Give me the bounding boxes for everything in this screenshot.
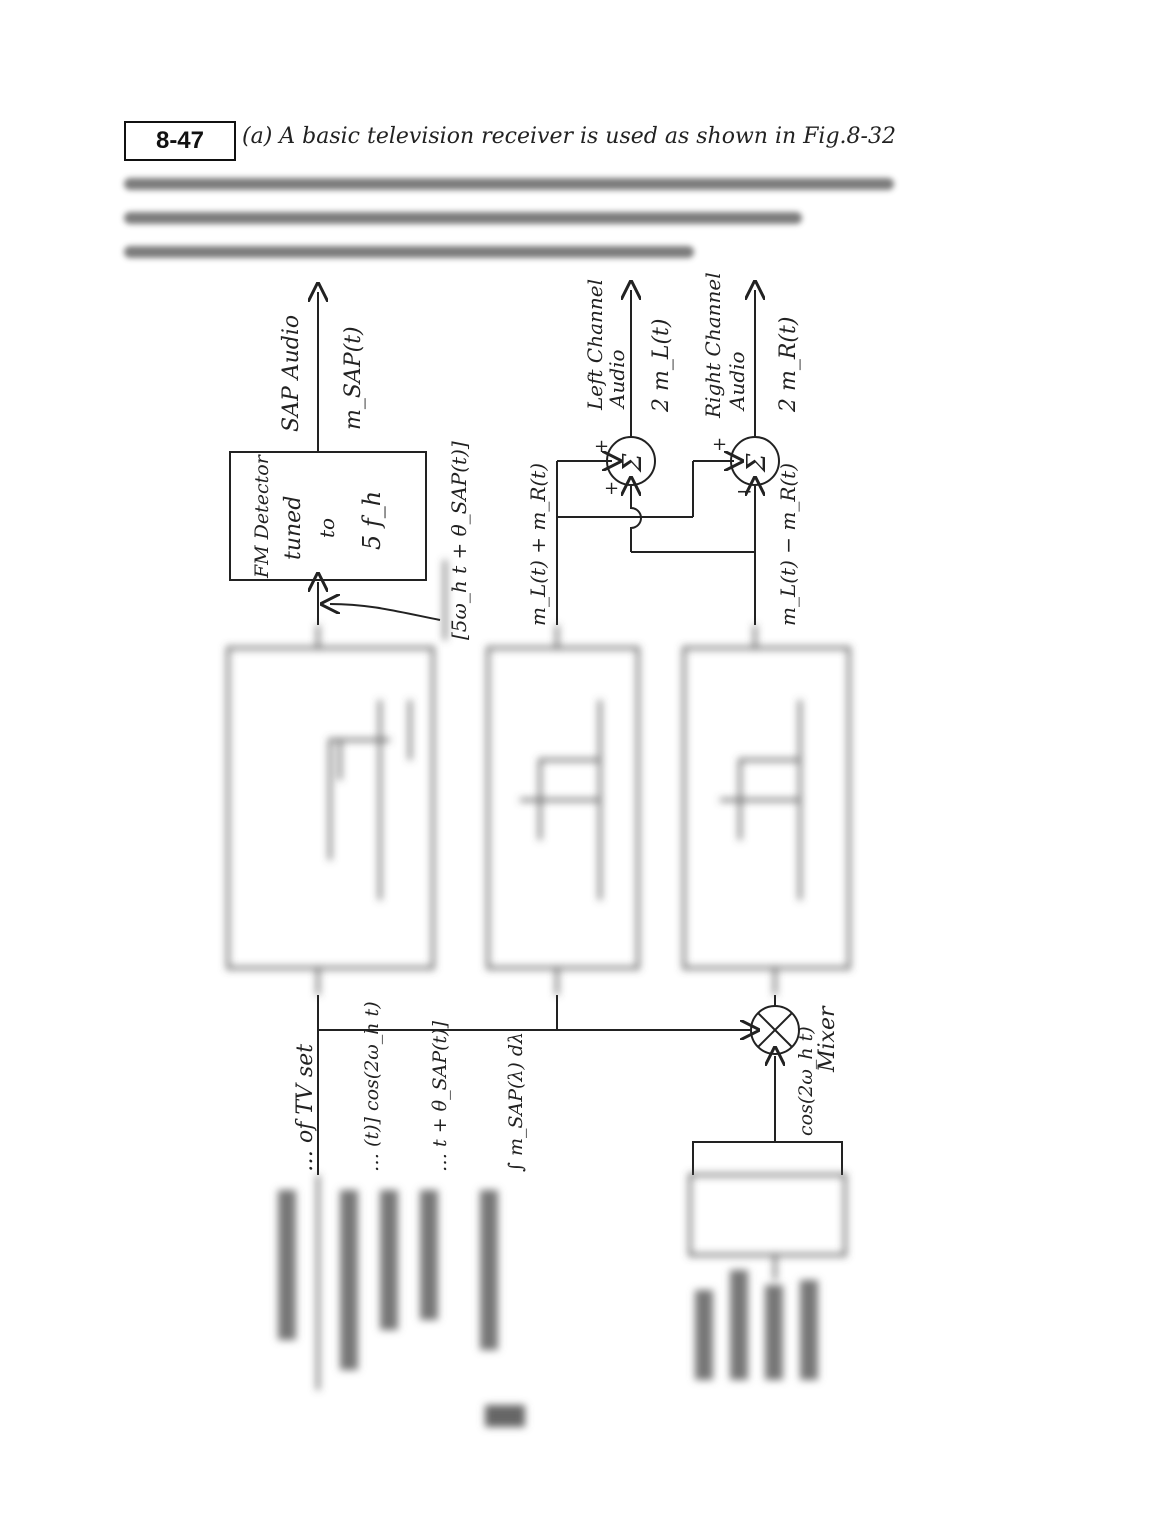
- input-expr-2: … t + θ_SAP(t)]: [429, 1020, 451, 1172]
- blurred-bottom-region: [278, 1173, 847, 1427]
- sap-input-pointer: [330, 604, 441, 621]
- fm-detector-box: [229, 451, 427, 581]
- right-summer-symbol: Σ: [742, 453, 772, 473]
- left-summer-plus-top: +: [594, 436, 609, 457]
- problem-number: 8-47: [124, 121, 236, 161]
- left-channel-label-2: Audio: [605, 349, 629, 410]
- mixer-label: Mixer: [815, 1005, 840, 1073]
- right-summer-plus: +: [712, 434, 727, 455]
- left-output-label: 2 m_L(t): [649, 319, 674, 413]
- mixer-input-label: cos(2ω_h t): [795, 1026, 817, 1136]
- input-expr-1: … (t)] cos(2ω_h t): [361, 1001, 383, 1172]
- input-expr-3: ∫ m_SAP(λ) dλ: [505, 1032, 527, 1172]
- problem-intro: (a) A basic television receiver is used …: [242, 124, 896, 149]
- diff-signal-label: m_L(t) − m_R(t): [776, 463, 800, 626]
- sum-signal-label: m_L(t) + m_R(t): [526, 463, 550, 626]
- multiplier-box-top: [692, 1141, 843, 1175]
- source-label: … of TV set: [293, 1044, 318, 1172]
- sap-output-label: m_SAP(t): [341, 326, 366, 430]
- blurred-text-line: [124, 240, 894, 264]
- mixer-x2: [757, 1012, 793, 1048]
- right-summer-minus: −: [736, 479, 753, 503]
- fm-detector-label-4: 5 f_h: [358, 491, 386, 550]
- blurred-text-line: [124, 172, 894, 196]
- sap-input-expr: [5ω_h t + θ_SAP(t)]: [447, 441, 471, 640]
- sap-audio-label: SAP Audio: [279, 315, 304, 432]
- diff-crossover: [631, 486, 642, 552]
- fm-detector-label-1: FM Detector: [251, 453, 273, 579]
- fm-detector-label-3: to: [315, 518, 339, 538]
- fm-detector-label-2: tuned: [281, 496, 306, 560]
- blurred-text-line: [124, 206, 894, 230]
- left-channel-label-1: Left Channel: [583, 279, 607, 411]
- right-channel-label-2: Audio: [725, 351, 749, 412]
- left-summer-plus-bottom: +: [604, 478, 619, 499]
- blurred-filter-region: [226, 560, 851, 995]
- left-summer-symbol: Σ: [618, 453, 648, 473]
- right-output-label: 2 m_R(t): [776, 317, 801, 413]
- right-channel-label-1: Right Channel: [701, 272, 725, 419]
